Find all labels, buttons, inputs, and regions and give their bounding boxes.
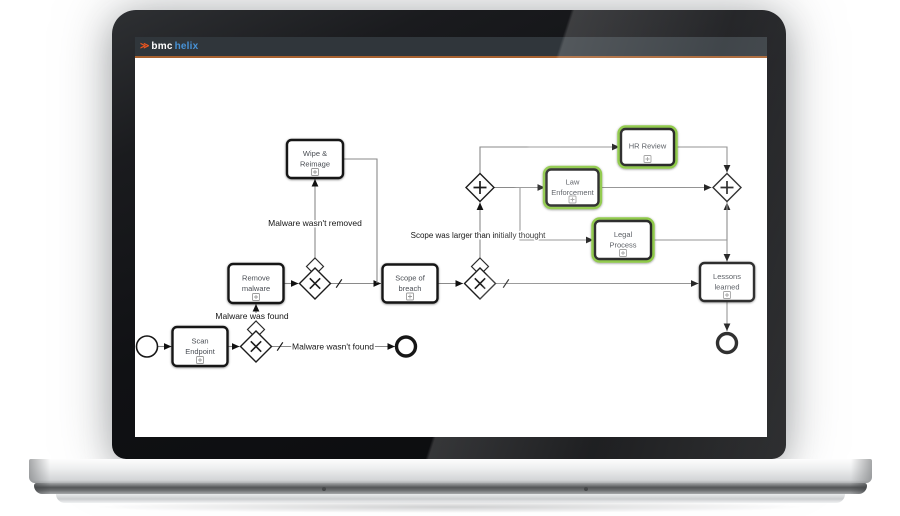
bmc-logo-mark-icon: ≫ [140,40,150,51]
arrowhead-icon [232,343,240,350]
exclusive-gateway[interactable] [463,257,497,300]
svg-text:Wipe &Reimage: Wipe &Reimage [300,149,330,169]
xor-x-icon [474,277,486,290]
arrowhead-icon [537,184,545,191]
arrowhead-icon [164,343,172,350]
sequence-flow[interactable] [651,202,728,241]
arrowhead-icon [691,280,699,287]
arrowhead-icon [252,304,260,312]
arrowhead-icon [586,236,594,244]
parallel-plus-icon [720,181,734,194]
arrowhead-icon [291,280,299,287]
arrowhead-icon [723,165,731,173]
flow-label: Malware wasn't found [292,342,374,352]
laptop-foot-dot [584,487,588,491]
sequence-flow[interactable] [519,187,594,241]
laptop-base-edge [56,494,845,503]
flow-label: Malware wasn't removed [268,218,362,228]
subprocess-plus-icon [311,168,319,176]
arrowhead-icon [455,280,463,287]
subprocess-plus-icon [252,293,260,301]
default-flow-marker-icon [502,278,510,289]
arrowhead-icon [723,323,731,331]
end-event[interactable] [394,335,418,358]
exclusive-gateway[interactable] [239,320,273,363]
bmc-helix-logo: ≫ bmc helix [140,37,198,56]
flow-label: Scope was larger than initially thought [411,231,547,240]
end-event[interactable] [715,331,739,355]
logo-text-bmc: bmc [151,41,173,52]
flow-label: Malware was found [215,311,289,321]
laptop-floor-shadow [90,501,810,513]
subprocess-plus-icon [196,356,204,364]
xor-x-icon [250,340,262,353]
start-event[interactable] [135,335,159,358]
parallel-plus-icon [473,181,487,194]
app-header: ≫ bmc helix [135,37,767,58]
subprocess-plus-icon [619,249,627,257]
parallel-gateway[interactable] [712,172,742,203]
laptop-foot-dot [322,487,326,491]
task-wipe-reimage[interactable]: Wipe &Reimage [285,138,345,180]
laptop-hinge-bar [29,459,872,483]
default-flow-marker-icon [276,341,284,352]
subprocess-plus-icon [643,155,652,163]
subprocess-plus-icon [406,292,414,301]
arrowhead-icon [373,280,381,287]
subprocess-plus-icon [723,291,731,299]
laptop-base-groove [34,483,867,494]
logo-text-helix: helix [174,41,199,52]
subprocess-plus-icon [568,195,577,204]
xor-x-icon [309,277,321,290]
arrowhead-icon [476,202,484,210]
arrowhead-icon [311,179,319,187]
task-hr-review[interactable]: HR Review [617,125,678,169]
exclusive-gateway[interactable] [298,257,332,300]
arrowhead-icon [704,184,712,191]
sequence-flow[interactable] [479,146,620,174]
sequence-flow[interactable] [343,158,378,283]
default-flow-marker-icon [335,278,343,289]
arrowhead-icon [723,254,731,262]
sequence-flow[interactable] [674,146,728,173]
arrowhead-icon [612,143,620,151]
svg-text:HR Review: HR Review [629,142,667,151]
arrowhead-icon [387,343,395,350]
parallel-gateway[interactable] [465,172,495,203]
